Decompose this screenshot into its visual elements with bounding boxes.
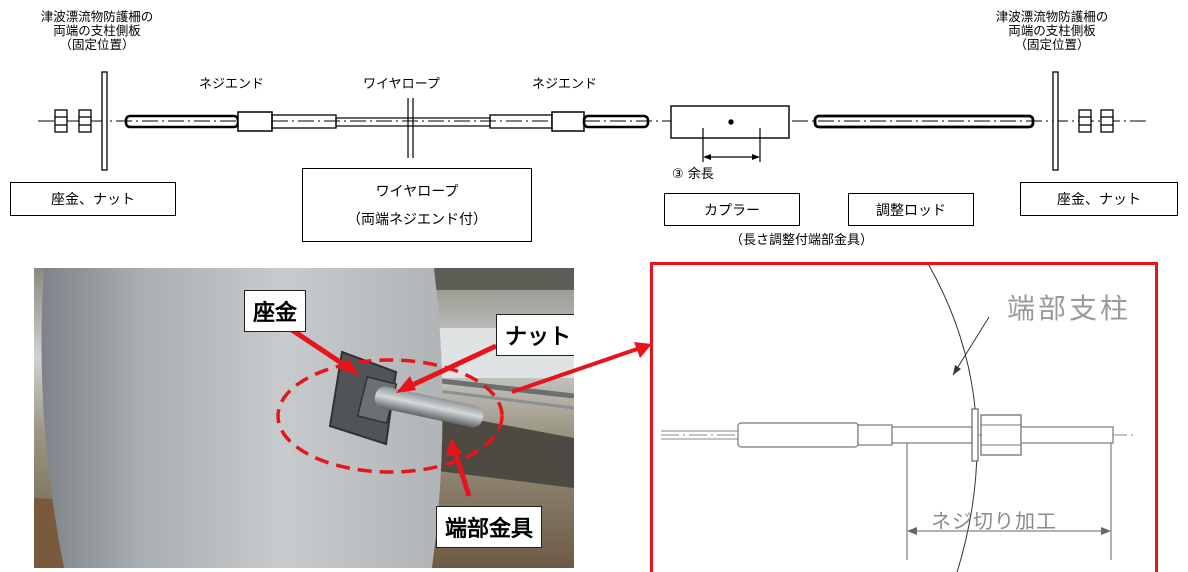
right-neck: [489, 114, 553, 129]
left-header-line-2: 両端の支柱側板: [53, 23, 141, 38]
thread-label: ネジ切り加工: [931, 509, 1057, 533]
photo-illustration: [34, 268, 574, 568]
wire-rope-box-title: ワイヤロープ: [375, 184, 459, 200]
adjusting-rod: [813, 114, 1035, 129]
end-post-label: 端部支柱: [1007, 292, 1132, 325]
right-header-line-3: （固定位置）: [1014, 37, 1090, 52]
schematic-drawing: [38, 71, 1150, 171]
wire-rope-box-subtitle: （両端ネジエンド付）: [347, 212, 487, 228]
photo-panel: 座金 ナット 端部金具: [34, 268, 574, 568]
right-header-line-1: 津波漂流物防護柵の: [995, 9, 1109, 24]
detail-panel: 端部支柱 ネジ切り加工: [650, 262, 1158, 572]
wire-rope-label: ワイヤロープ: [363, 77, 440, 92]
left-thread-rod: [124, 114, 240, 129]
left-neck: [271, 114, 337, 129]
callout-end-fitting: 端部金具: [436, 506, 543, 548]
adjust-rod-box: 調整ロッド: [848, 193, 974, 226]
yochou-label: ③ 余長: [672, 167, 714, 182]
kanagu-note: （長さ調整付端部金具）: [730, 233, 874, 248]
left-header-line-1: 津波漂流物防護柵の: [40, 9, 154, 24]
coupler-center-dot: [728, 119, 734, 125]
detail-drawing: [661, 265, 1133, 572]
callout-zakin: 座金: [244, 290, 307, 332]
left-side-plate: [101, 71, 108, 171]
nejiend-right-label: ネジエンド: [532, 77, 598, 92]
right-header: 津波漂流物防護柵の 両端の支柱側板 （固定位置）: [977, 10, 1127, 52]
left-header: 津波漂流物防護柵の 両端の支柱側板 （固定位置）: [22, 10, 172, 52]
callout-nut: ナット: [496, 314, 574, 356]
coupler-box: カプラー: [664, 193, 800, 226]
photo-highlight-ellipse: [276, 358, 504, 474]
left-sleeve: [237, 111, 273, 132]
right-side-plate: [1052, 71, 1059, 171]
left-header-line-3: （固定位置）: [59, 37, 135, 52]
right-header-line-2: 両端の支柱側板: [1008, 23, 1096, 38]
right-nuts: [1078, 109, 1114, 133]
right-thread-rod: [582, 114, 650, 129]
left-nuts: [54, 109, 92, 133]
zakin-nut-left-box: 座金、ナット: [10, 182, 176, 216]
photo-rod: [374, 386, 484, 428]
right-sleeve: [551, 111, 585, 132]
wire-rope-box: ワイヤロープ （両端ネジエンド付）: [302, 168, 532, 242]
connector-arrow: [511, 342, 652, 394]
nejiend-left-label: ネジエンド: [199, 77, 265, 92]
zakin-nut-right-box: 座金、ナット: [1020, 182, 1178, 216]
